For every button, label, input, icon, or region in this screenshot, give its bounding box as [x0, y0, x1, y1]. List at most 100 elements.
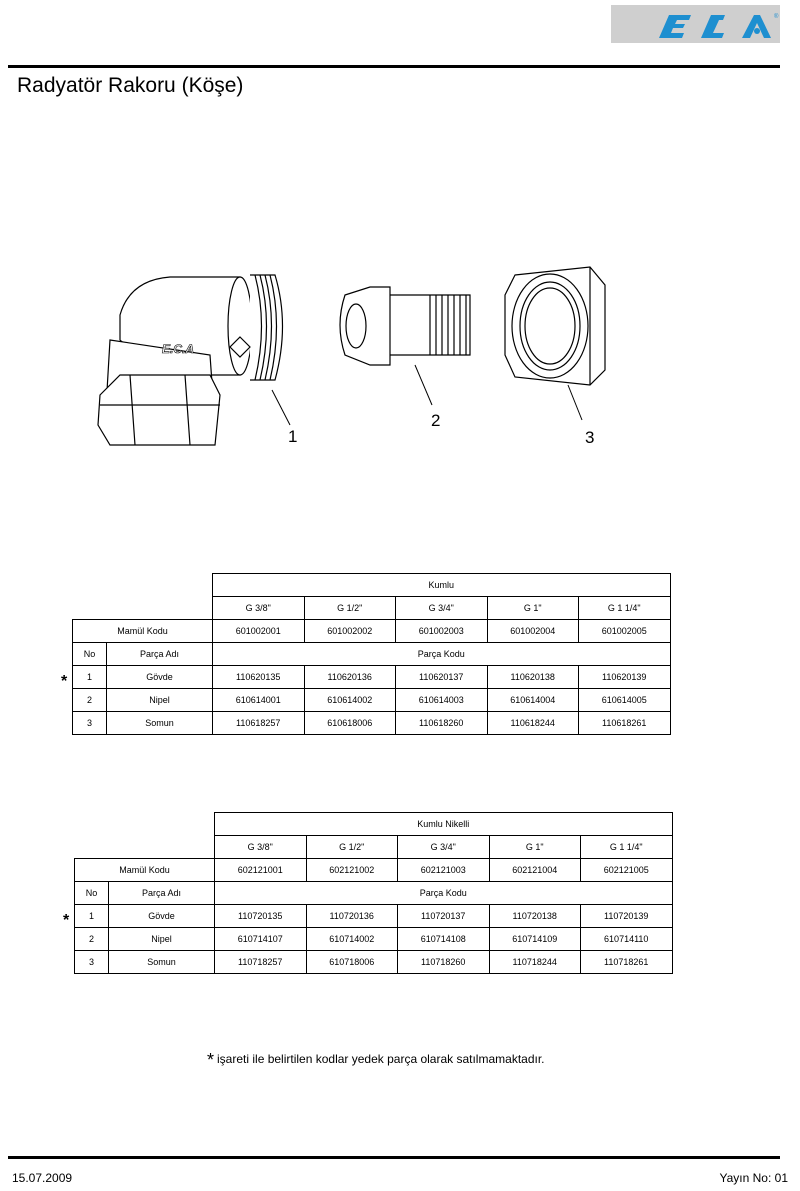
- part-code: 110620135: [212, 665, 305, 689]
- finish-header: Kumlu: [212, 573, 671, 597]
- part-code: 110618244: [486, 711, 579, 735]
- product-code-label: Mamül Kodu: [74, 858, 215, 882]
- part-name-label: Parça Adı: [108, 881, 215, 905]
- size-header: G 1 1/4": [578, 596, 671, 620]
- part-name: Somun: [106, 711, 213, 735]
- part-name: Gövde: [108, 904, 215, 928]
- size-header: G 3/4": [395, 596, 488, 620]
- footnote-text: işareti ile belirtilen kodlar yedek parç…: [217, 1052, 545, 1066]
- part-code: 610614002: [303, 688, 396, 712]
- part-code: 610614004: [486, 688, 579, 712]
- product-code-label: Mamül Kodu: [72, 619, 213, 643]
- product-code: 602121005: [580, 858, 673, 882]
- size-header: G 1/2": [303, 596, 396, 620]
- callout-3: 3: [585, 428, 594, 447]
- row-no: 2: [72, 688, 107, 712]
- footnote-star: *: [207, 1050, 215, 1070]
- part-code: 110618261: [578, 711, 671, 735]
- product-code: 602121002: [305, 858, 398, 882]
- part-1-body: E.C.A: [97, 274, 284, 446]
- part-name: Nipel: [106, 688, 213, 712]
- part-code: 610614001: [212, 688, 305, 712]
- row-no: 3: [74, 950, 109, 974]
- product-code: 601002004: [486, 619, 579, 643]
- size-header: G 1/2": [305, 835, 398, 859]
- product-code: 601002003: [395, 619, 488, 643]
- part-code: 610714107: [214, 927, 307, 951]
- part-code: 110620136: [303, 665, 396, 689]
- product-code: 602121001: [214, 858, 307, 882]
- part-code: 110720136: [305, 904, 398, 928]
- not-spare-part-marker: *: [63, 912, 70, 929]
- part-code: 610614005: [578, 688, 671, 712]
- footnote: *işareti ile belirtilen kodlar yedek par…: [207, 1050, 545, 1071]
- product-code: 602121004: [488, 858, 581, 882]
- part-code: 610714108: [397, 927, 490, 951]
- part-code: 610718006: [305, 950, 398, 974]
- size-header: G 1 1/4": [580, 835, 673, 859]
- no-label: No: [74, 881, 109, 905]
- size-header: G 1": [486, 596, 579, 620]
- part-code: 610714002: [305, 927, 398, 951]
- part-code: 110718261: [580, 950, 673, 974]
- part-code: 110718244: [488, 950, 581, 974]
- row-no: 1: [74, 904, 109, 928]
- svg-text:®: ®: [774, 13, 779, 20]
- part-code: 610714110: [580, 927, 673, 951]
- no-label: No: [72, 642, 107, 666]
- product-code: 601002005: [578, 619, 671, 643]
- product-code: 601002001: [212, 619, 305, 643]
- part-code: 110620138: [486, 665, 579, 689]
- part-code: 110720135: [214, 904, 307, 928]
- row-no: 3: [72, 711, 107, 735]
- size-header: G 3/8": [214, 835, 307, 859]
- row-no: 2: [74, 927, 109, 951]
- part-code: 110618260: [395, 711, 488, 735]
- product-code: 602121003: [397, 858, 490, 882]
- size-header: G 3/8": [212, 596, 305, 620]
- footer-date: 15.07.2009: [12, 1171, 73, 1185]
- header-rule: [8, 65, 780, 68]
- row-no: 1: [72, 665, 107, 689]
- part-code: 110620137: [395, 665, 488, 689]
- part-code: 110718260: [397, 950, 490, 974]
- embossed-logo-text: E.C.A: [162, 342, 194, 356]
- callout-1: 1: [288, 427, 297, 446]
- page-title: Radyatör Rakoru (Köşe): [17, 74, 244, 97]
- part-3-nut: [504, 266, 606, 386]
- part-code-label: Parça Kodu: [212, 642, 671, 666]
- part-code: 610714109: [488, 927, 581, 951]
- size-header: G 1": [488, 835, 581, 859]
- part-code: 110720138: [488, 904, 581, 928]
- not-spare-part-marker: *: [61, 673, 68, 690]
- exploded-view-drawing: E.C.A 1 2 3: [97, 266, 606, 447]
- part-code: 610614003: [395, 688, 488, 712]
- part-name: Somun: [108, 950, 215, 974]
- part-code-label: Parça Kodu: [214, 881, 673, 905]
- part-name: Nipel: [108, 927, 215, 951]
- part-name-label: Parça Adı: [106, 642, 213, 666]
- footer-rule: [8, 1156, 780, 1159]
- product-code: 601002002: [303, 619, 396, 643]
- callout-2: 2: [431, 411, 440, 430]
- finish-header: Kumlu Nikelli: [214, 812, 673, 836]
- part-code: 110718257: [214, 950, 307, 974]
- part-code: 110618257: [212, 711, 305, 735]
- part-code: 610618006: [303, 711, 396, 735]
- eca-logo: ®: [611, 5, 780, 43]
- part-code: 110720139: [580, 904, 673, 928]
- size-header: G 3/4": [397, 835, 490, 859]
- part-name: Gövde: [106, 665, 213, 689]
- footer-edition: Yayın No: 01: [719, 1171, 788, 1185]
- part-code: 110720137: [397, 904, 490, 928]
- part-2-nipple: [339, 286, 471, 366]
- part-code: 110620139: [578, 665, 671, 689]
